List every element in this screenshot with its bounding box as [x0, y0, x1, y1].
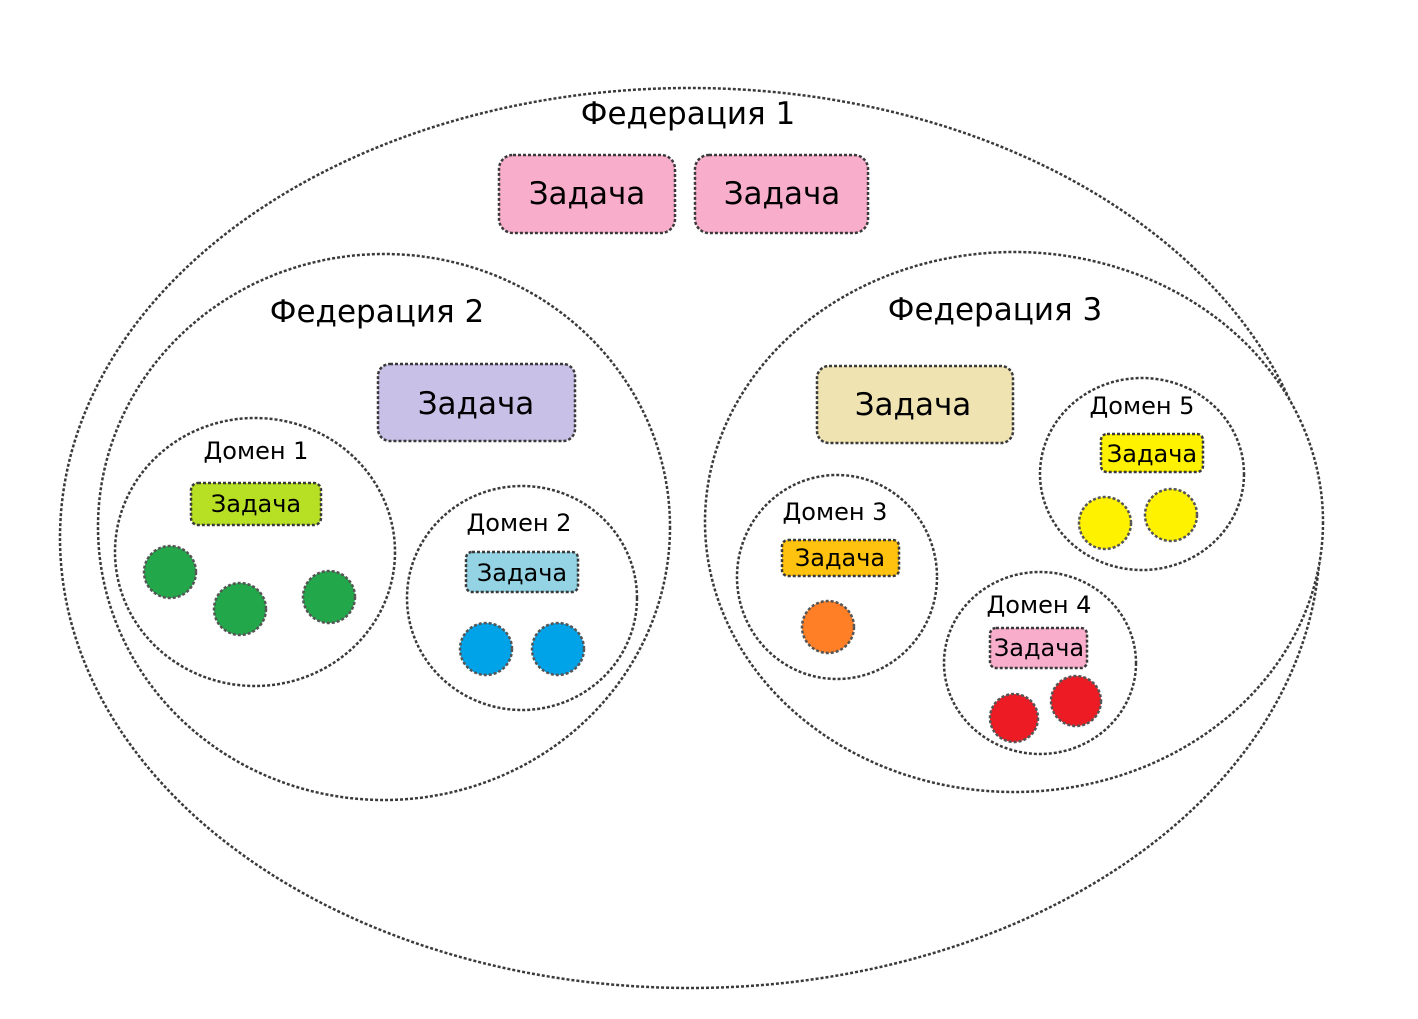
domain-3: Домен 3 Задача: [735, 473, 939, 681]
domain-2-title: Домен 2: [467, 509, 572, 537]
domain-1-task-label: Задача: [211, 490, 301, 518]
domain-4-task-box: [988, 626, 1089, 670]
domain-4-task[interactable]: Задача: [988, 626, 1089, 670]
federation-3: Федерация 3 Задача Домен 3 Задача Домен …: [703, 250, 1325, 794]
federation-2: Федерация 2 Задача Домен 1 Задача Домен …: [96, 252, 672, 802]
domain-5-node[interactable]: [1143, 487, 1199, 543]
domain-4-task-label: Задача: [994, 634, 1084, 662]
federation-1-task-2[interactable]: Задача: [693, 153, 870, 235]
domain-2-task-box: [464, 550, 580, 594]
domain-1-task-box: [189, 481, 323, 527]
federation-3-task-label: Задача: [855, 387, 972, 423]
domain-3-node[interactable]: [800, 599, 856, 655]
federation-3-task-box: [815, 364, 1015, 445]
domain-4-title: Домен 4: [987, 591, 1092, 619]
federation-2-task-label: Задача: [418, 386, 535, 422]
domain-5-task-box: [1099, 432, 1205, 474]
domain-1-node[interactable]: [301, 569, 357, 625]
domain-2-task[interactable]: Задача: [464, 550, 580, 594]
federation-3-task[interactable]: Задача: [815, 364, 1015, 445]
domain-1-task[interactable]: Задача: [189, 481, 323, 527]
domain-4: Домен 4 Задача: [942, 570, 1138, 756]
federation-1-task-2-label: Задача: [724, 176, 841, 212]
domain-3-title: Домен 3: [783, 498, 888, 526]
domain-4-node[interactable]: [988, 692, 1040, 744]
domain-2: Домен 2 Задача: [405, 484, 639, 712]
domain-5-task[interactable]: Задача: [1099, 432, 1205, 474]
domain-2-task-label: Задача: [477, 559, 567, 587]
federation-1-task-1-label: Задача: [529, 176, 646, 212]
federation-2-title: Федерация 2: [270, 294, 484, 330]
domain-5-task-label: Задача: [1107, 440, 1197, 468]
federation-1-task-2-box: [693, 153, 870, 235]
domain-1-node[interactable]: [212, 581, 268, 637]
federation-1-title: Федерация 1: [581, 96, 795, 132]
federation-1-task-1-box: [497, 153, 677, 235]
domain-1: Домен 1 Задача: [113, 416, 397, 688]
domain-2-node[interactable]: [530, 621, 586, 677]
domain-1-title: Домен 1: [204, 437, 309, 465]
domain-4-node[interactable]: [1049, 674, 1103, 728]
domain-5-node[interactable]: [1077, 495, 1133, 551]
federation-1-task-1[interactable]: Задача: [497, 153, 677, 235]
domain-2-node[interactable]: [458, 621, 514, 677]
domain-3-task[interactable]: Задача: [780, 538, 901, 578]
domain-3-task-box: [780, 538, 901, 578]
domain-5-title: Домен 5: [1090, 392, 1195, 420]
domain-1-node[interactable]: [142, 544, 198, 600]
domain-3-task-label: Задача: [795, 544, 885, 572]
federation-2-task[interactable]: Задача: [376, 362, 577, 443]
domain-5: Домен 5 Задача: [1038, 376, 1246, 572]
federation-2-task-box: [376, 362, 577, 443]
domain-3-boundary: [735, 473, 939, 681]
federation-3-title: Федерация 3: [888, 292, 1102, 328]
